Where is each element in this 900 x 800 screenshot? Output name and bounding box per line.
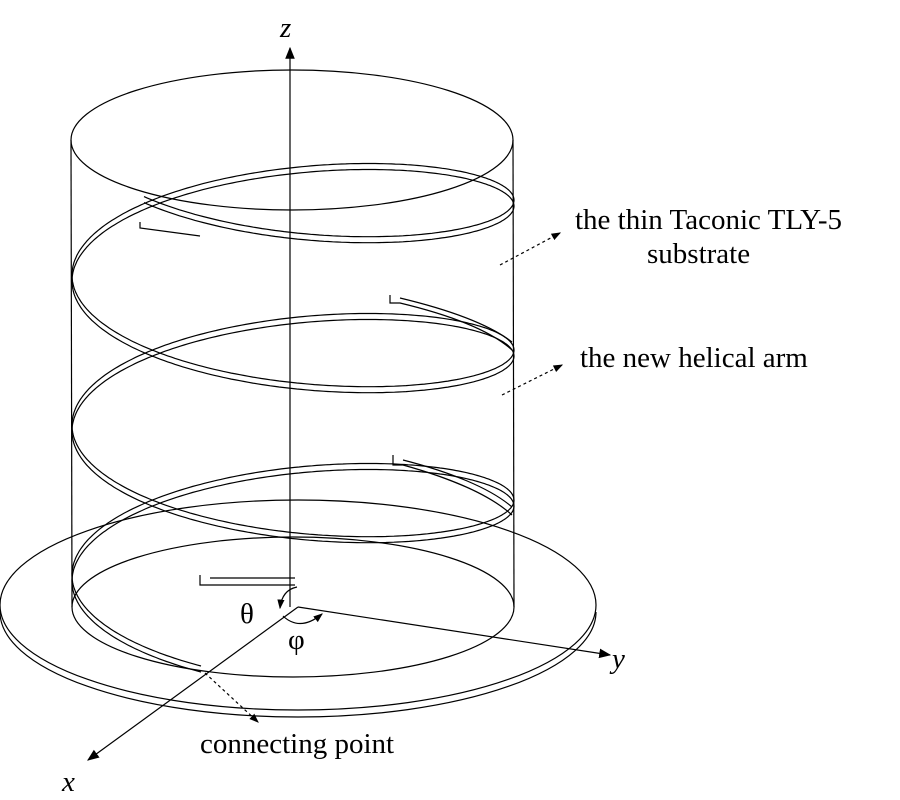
helical-arm-pointer <box>501 364 564 396</box>
parasitic-strip-2 <box>389 295 513 351</box>
cylinder-left-side <box>70 139 73 608</box>
phi-arc <box>282 613 323 625</box>
substrate-label-line2: substrate <box>647 238 751 270</box>
helix-edge-1 <box>71 168 515 673</box>
ground-plane <box>0 499 597 711</box>
z-axis-label: z <box>280 12 292 44</box>
helix-edge-2 <box>71 162 515 667</box>
cylinder-right-side <box>512 139 515 608</box>
helical-arm-label: the new helical arm <box>580 342 808 374</box>
parasitic-strip-4 <box>199 575 295 586</box>
substrate-label-line1: the thin Taconic TLY-5 <box>575 204 843 236</box>
helical-arm <box>71 162 515 673</box>
y-axis <box>297 606 612 659</box>
y-axis-label: y <box>612 643 625 675</box>
theta-label: θ <box>240 598 254 630</box>
substrate-pointer <box>499 232 562 266</box>
phi-label: φ <box>288 624 305 656</box>
x-axis <box>87 606 299 761</box>
theta-arc <box>277 586 298 610</box>
ground-plane-edge <box>0 611 597 718</box>
parasitic-strip-3 <box>392 455 513 516</box>
x-axis-label: x <box>62 766 75 798</box>
connecting-point-pointer <box>204 672 259 723</box>
connecting-point-label: connecting point <box>200 728 395 760</box>
cylinder-top <box>70 69 514 211</box>
cylinder-bottom <box>71 536 515 678</box>
parasitic-strip-1 <box>139 222 201 237</box>
